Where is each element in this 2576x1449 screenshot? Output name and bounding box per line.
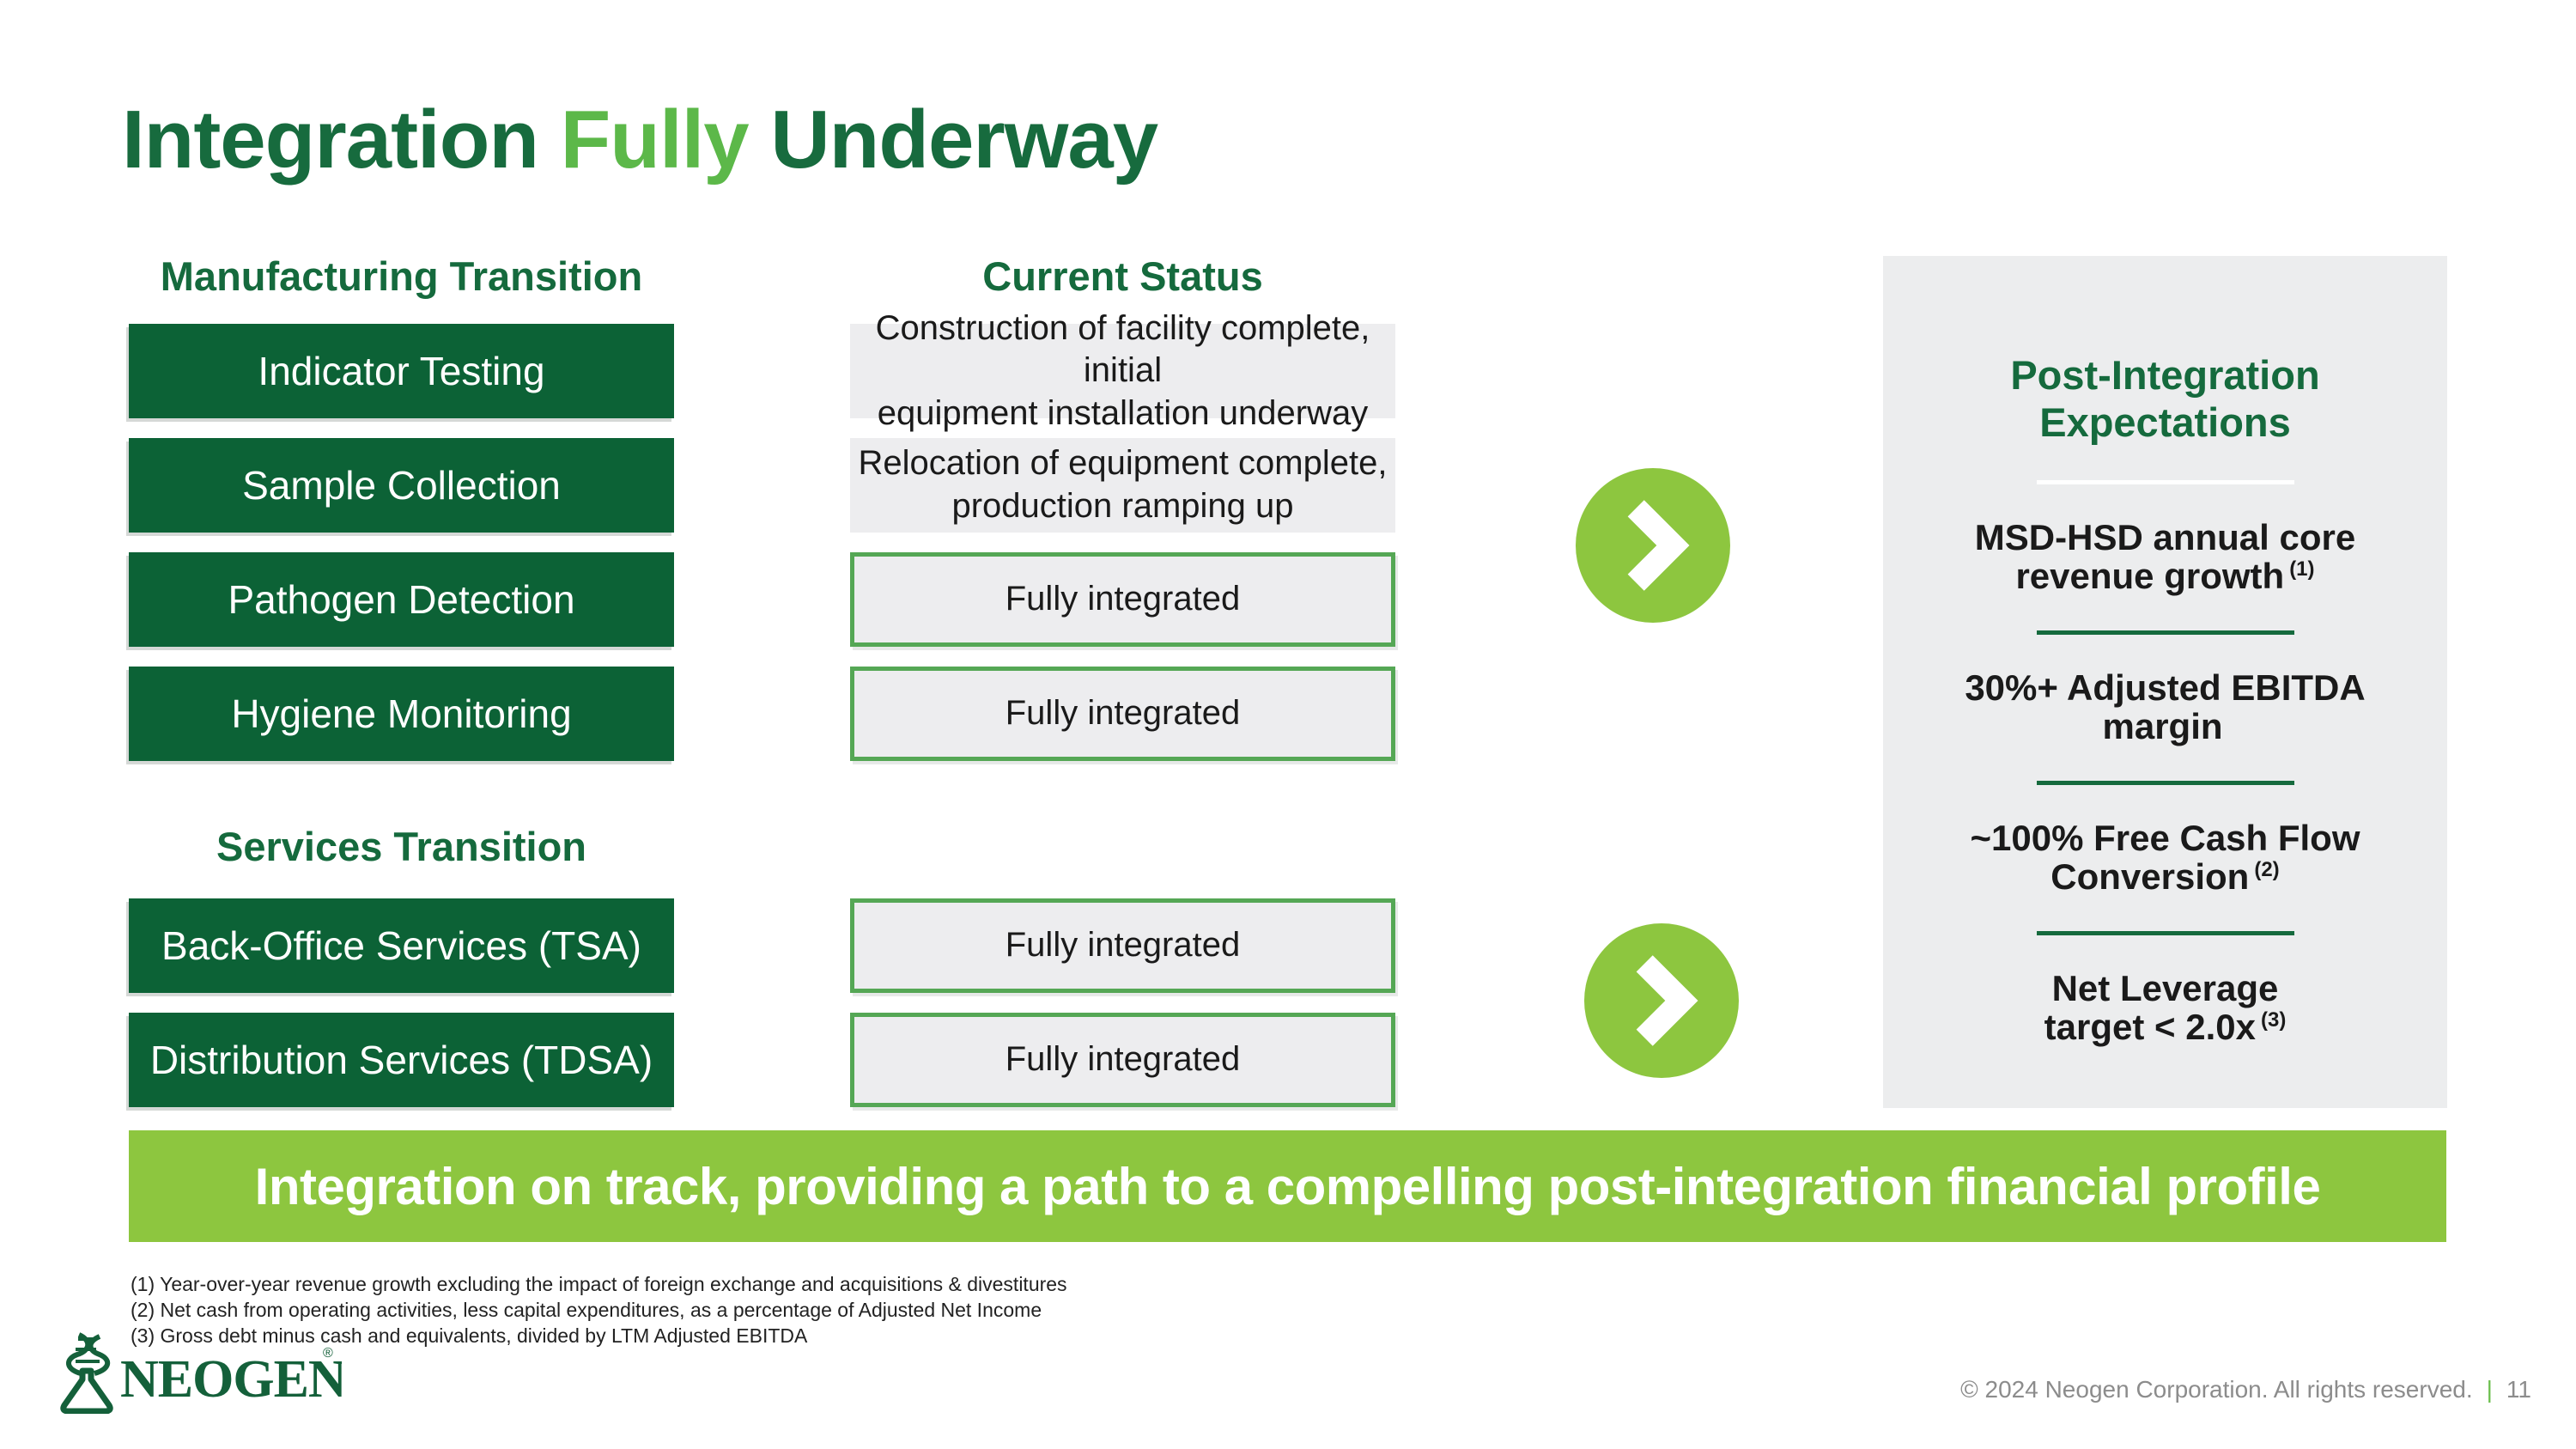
footnote-ref-1: (1) [2289,557,2315,581]
divider [2036,930,2294,935]
expectation-revenue-growth: MSD-HSD annual core revenue growth(1) [1974,517,2356,596]
logo-wordmark: NEOGEN [120,1350,342,1409]
footnote-ref-3: (3) [2260,1008,2287,1032]
manufacturing-box-indicator-testing: Indicator Testing [129,324,674,418]
flask-dna-icon [66,1332,110,1376]
status-box-construction: Construction of facility complete, initi… [850,309,1395,432]
expectation-net-leverage: Net Leverage target < 2.0x(3) [2044,967,2287,1047]
neogen-logo: NEOGEN ® [50,1331,347,1418]
expectation-ebitda-margin: 30%+ Adjusted EBITDA margin [1965,667,2366,746]
footnotes: (1) Year-over-year revenue growth exclud… [131,1275,1067,1352]
title-highlight: Fully [560,94,750,186]
copyright-line: © 2024 Neogen Corporation. All rights re… [1960,1376,2531,1403]
title-part-1: Integration [122,94,539,186]
registered-mark: ® [323,1346,333,1361]
copyright-text: © 2024 Neogen Corporation. All rights re… [1960,1376,2473,1403]
manufacturing-box-hygiene-monitoring: Hygiene Monitoring [129,667,674,761]
panel-header: Post-Integration Expectations [2010,352,2320,445]
page-title: Integration Fully Underway [122,93,1158,187]
status-box-fully-integrated-3: Fully integrated [850,898,1395,993]
services-box-distribution: Distribution Services (TDSA) [129,1013,674,1107]
status-box-fully-integrated-1: Fully integrated [850,552,1395,647]
copyright-separator: | [2486,1376,2493,1403]
divider [2036,630,2294,635]
footnote-2: (2) Net cash from operating activities, … [131,1299,1042,1321]
flask-icon [60,1367,113,1415]
post-integration-expectations-panel: Post-Integration Expectations MSD-HSD an… [1883,256,2447,1108]
summary-banner-text: Integration on track, providing a path t… [254,1157,2321,1215]
page-number: 11 [2506,1376,2531,1403]
status-box-relocation: Relocation of equipment complete, produc… [850,438,1395,533]
status-box-fully-integrated-2: Fully integrated [850,667,1395,761]
manufacturing-transition-header: Manufacturing Transition [160,253,643,299]
divider [2036,480,2294,485]
footnote-3: (3) Gross debt minus cash and equivalent… [131,1324,808,1347]
footnote-ref-2: (2) [2254,857,2280,881]
expectation-free-cash-flow: ~100% Free Cash Flow Conversion(2) [1970,817,2360,897]
divider [2036,780,2294,785]
manufacturing-box-sample-collection: Sample Collection [129,438,674,533]
title-part-2: Underway [770,94,1158,186]
services-transition-header: Services Transition [216,824,587,869]
chevron-right-icon [1576,468,1730,623]
manufacturing-box-pathogen-detection: Pathogen Detection [129,552,674,647]
chevron-right-icon [1584,923,1739,1078]
footnote-1: (1) Year-over-year revenue growth exclud… [131,1273,1067,1295]
summary-banner: Integration on track, providing a path t… [129,1130,2446,1242]
services-box-back-office: Back-Office Services (TSA) [129,898,674,993]
current-status-header: Current Status [982,253,1263,299]
status-box-fully-integrated-4: Fully integrated [850,1013,1395,1107]
